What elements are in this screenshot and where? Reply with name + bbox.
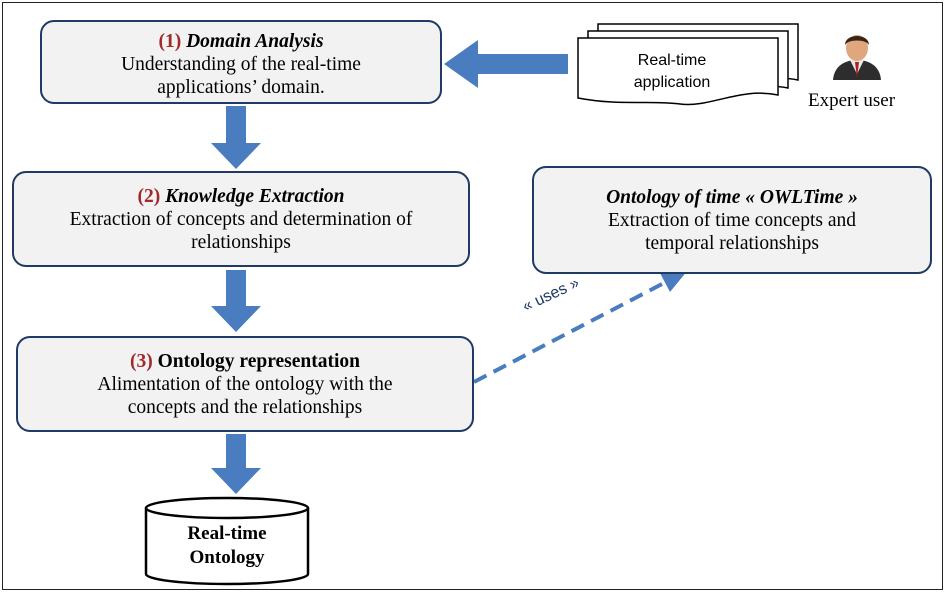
- uses-arrowhead: [660, 270, 688, 292]
- arrow-document-to-step1: [444, 40, 568, 88]
- step-number: (1): [158, 31, 182, 52]
- database-label: Real-time Ontology: [146, 522, 308, 570]
- step-ontology-representation-box: (3) Ontology representation Alimentation…: [16, 336, 474, 432]
- step-description-line: Extraction of concepts and determination…: [69, 209, 413, 230]
- document-stack-icon: [577, 23, 799, 106]
- owl-description-line: temporal relationships: [645, 233, 819, 254]
- step-number: (3): [129, 351, 153, 372]
- step-description-line: applications’ domain.: [157, 77, 325, 98]
- step-domain-analysis-box: (1) Domain Analysis Understanding of the…: [40, 20, 442, 104]
- document-label: Real-time application: [602, 50, 742, 94]
- step-description-line: Alimentation of the ontology with the: [97, 374, 393, 395]
- step-title: Knowledge Extraction: [165, 186, 345, 207]
- step-description-line: relationships: [191, 232, 291, 253]
- step-number: (2): [137, 186, 161, 207]
- database-label-line: Ontology: [189, 547, 265, 568]
- arrow-step1-to-step2: [211, 106, 261, 169]
- step-knowledge-extraction-box: (2) Knowledge Extraction Extraction of c…: [12, 171, 470, 267]
- owl-time-ontology-box: Ontology of time « OWLTime » Extraction …: [532, 166, 932, 274]
- owl-description-line: Extraction of time concepts and: [608, 210, 856, 231]
- step-description-line: Understanding of the real-time: [121, 54, 361, 75]
- step-description-line: concepts and the relationships: [127, 397, 363, 418]
- uses-dashed-connector: [473, 281, 665, 384]
- arrow-step3-to-database: [211, 434, 261, 494]
- step-title: Domain Analysis: [186, 31, 324, 52]
- database-label-line: Real-time: [187, 523, 267, 544]
- expert-user-icon: [833, 35, 881, 80]
- document-label-line: Real-time: [637, 52, 707, 69]
- expert-user-label: Expert user: [808, 90, 896, 111]
- owl-title: Ontology of time « OWLTime »: [606, 187, 858, 208]
- step-title: Ontology representation: [157, 351, 361, 372]
- database-cylinder-icon: [144, 496, 310, 586]
- document-label-line: application: [633, 74, 711, 91]
- arrow-step2-to-step3: [211, 270, 261, 332]
